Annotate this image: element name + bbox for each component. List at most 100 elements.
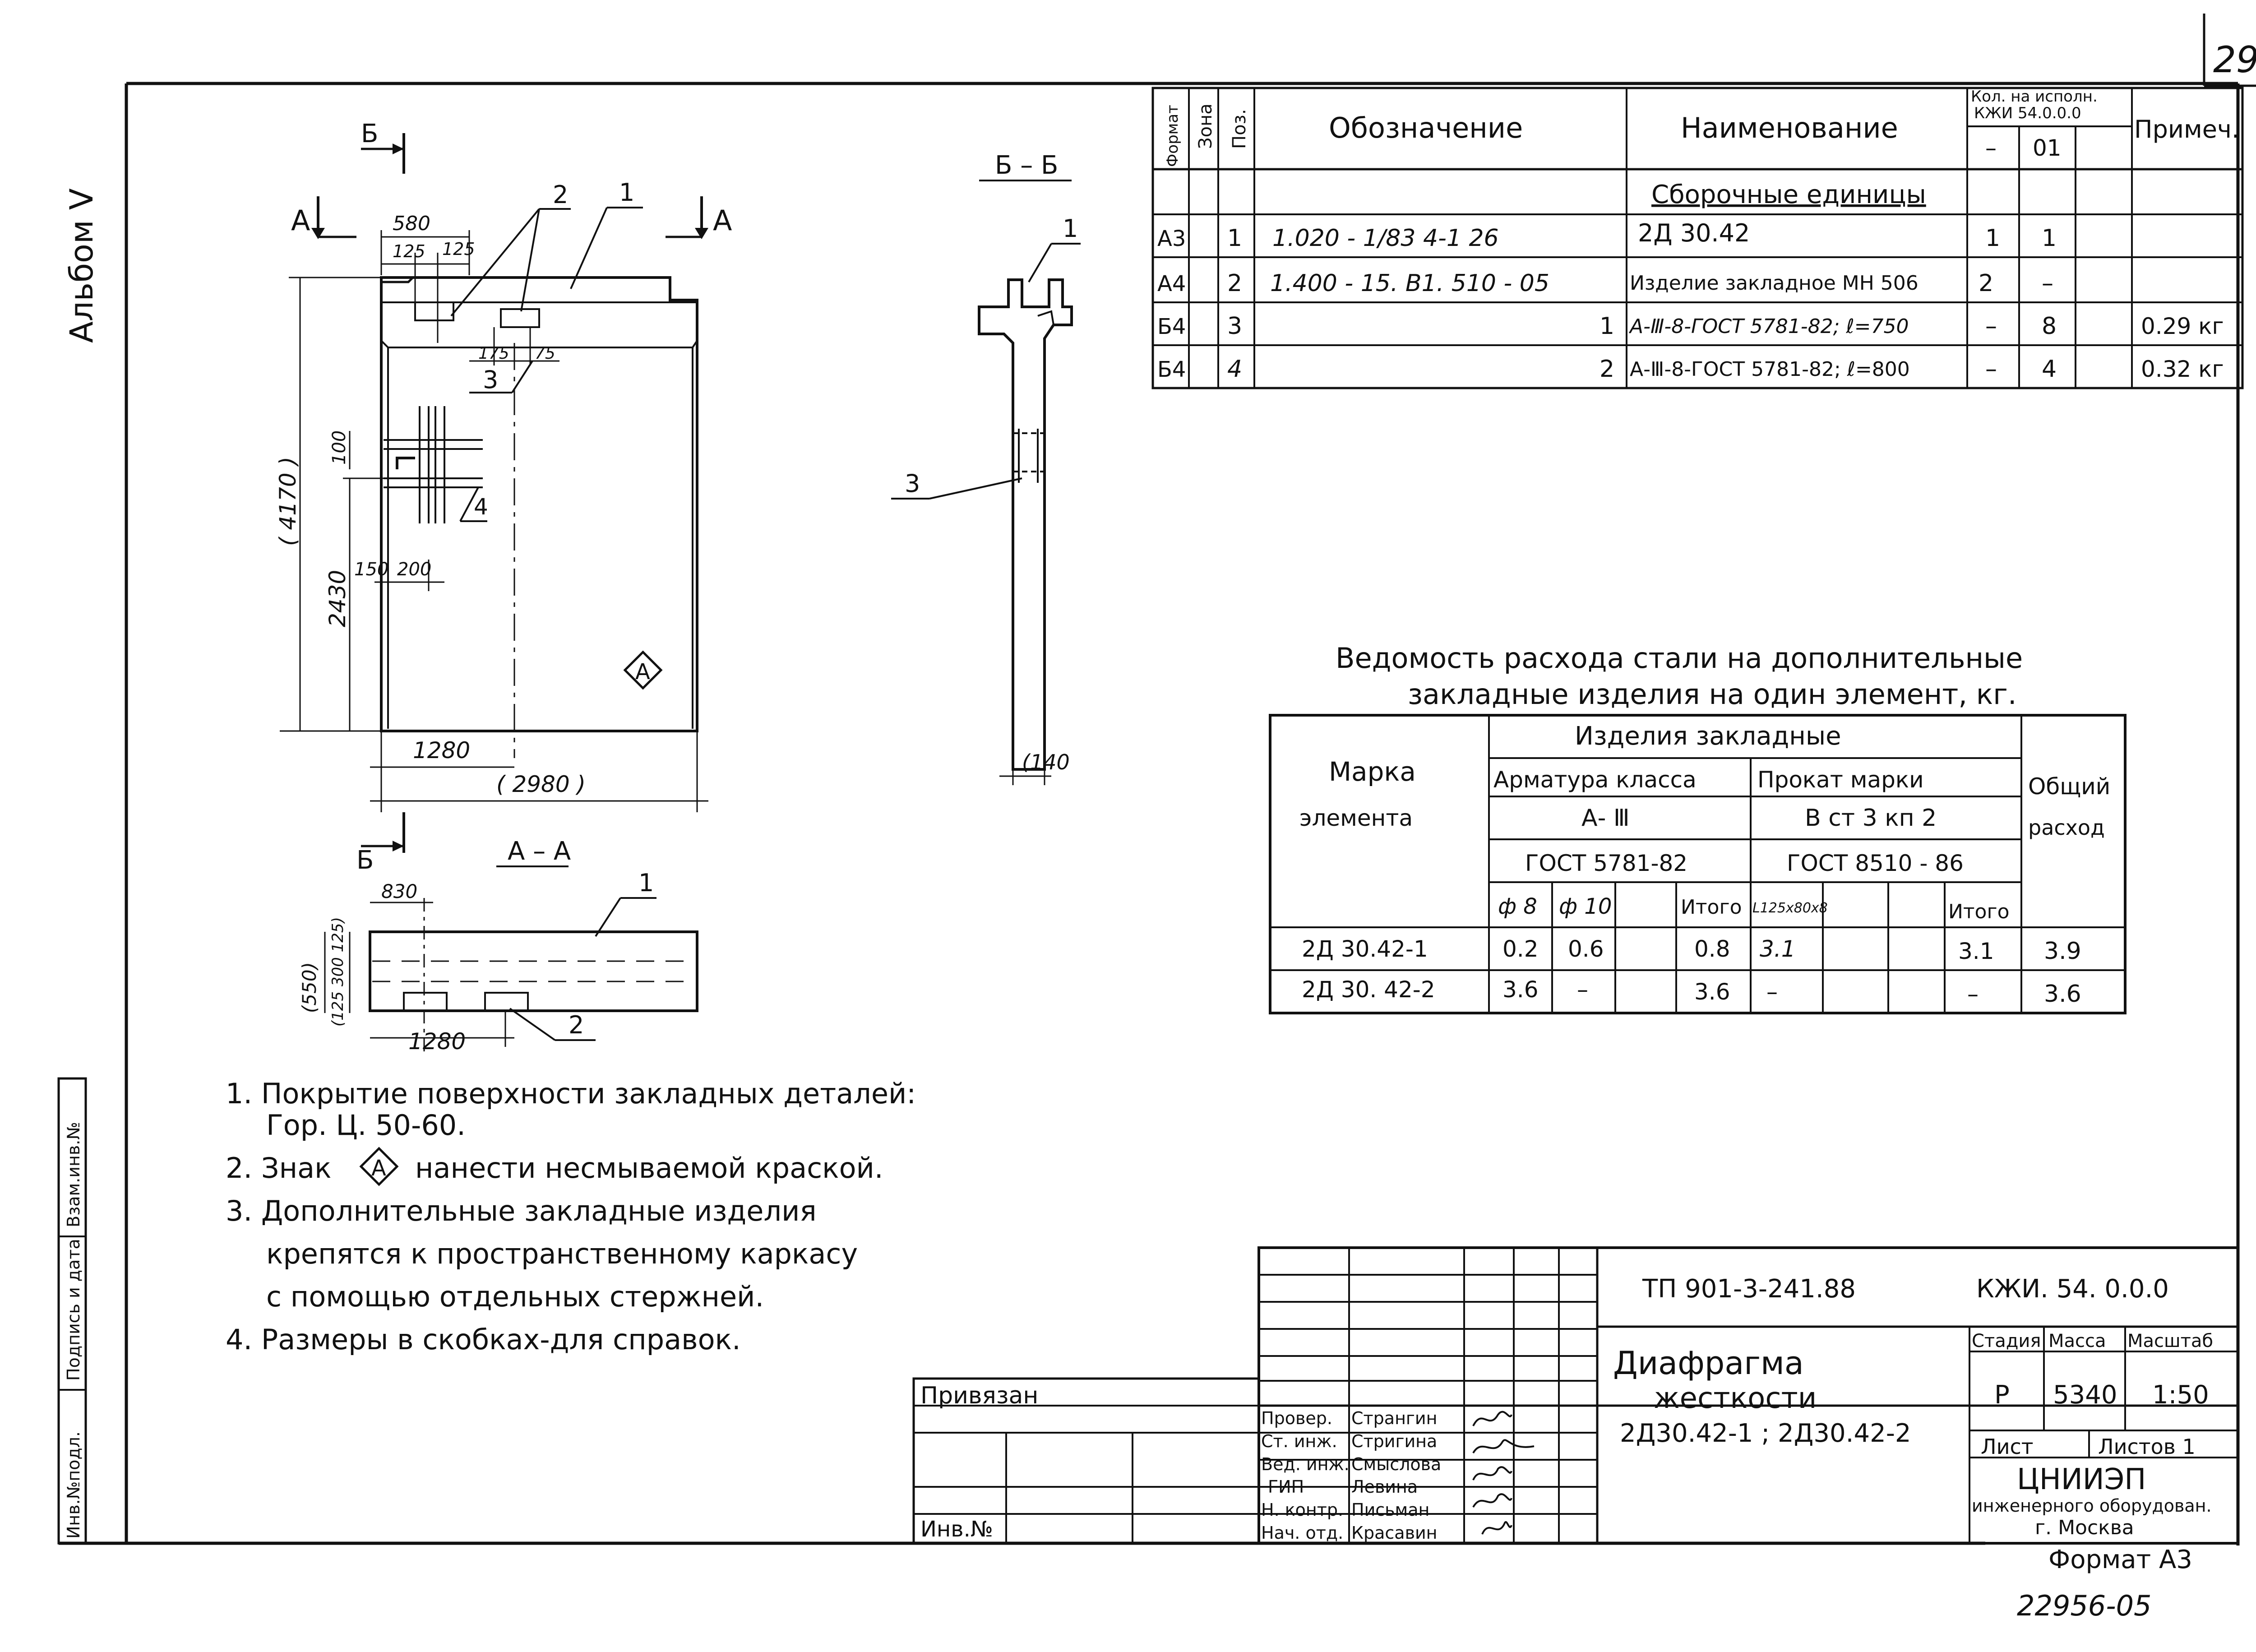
steel-title-2: закладные изделия на один элемент, кг. [1408, 678, 2017, 711]
dim-2430: 2430 [324, 570, 351, 627]
dim-140: (140 [1022, 750, 1070, 774]
dim-1280-aa: 1280 [408, 1028, 466, 1055]
bottom-code: 22956-05 [2017, 1589, 2152, 1622]
spec-cell-q2: 1 [2042, 225, 2057, 252]
spec-h-qty: Кол. на исполн. [1971, 88, 2098, 106]
steel-cell-itogo2: – [1967, 981, 1979, 1007]
note-line: 3. Дополнительные закладные изделия [226, 1194, 817, 1227]
steel-row: 2Д 30. 42-2 3.6 – 3.6 – – 3.6 [1302, 976, 2081, 1008]
page-number-box: 29 [2203, 14, 2256, 87]
role-label: Вед. инж. [1261, 1454, 1350, 1474]
steel-h-total-2: расход [2028, 815, 2105, 840]
cut-a-right: А [713, 204, 732, 237]
dim-580: 580 [393, 212, 430, 235]
steel-cell-phi10: – [1577, 976, 1588, 1003]
steel-title-1: Ведомость расхода стали на дополнительны… [1336, 642, 2023, 675]
steel-h-mark-2: элемента [1299, 805, 1413, 831]
pos-1-aa: 1 [638, 869, 654, 897]
spec-cell-format: Б4 [1157, 357, 1186, 382]
dim-830: 830 [381, 880, 417, 902]
spec-cell-pos: 4 [1227, 356, 1242, 383]
role-label: Нач. отд. [1261, 1523, 1343, 1543]
dim-125-b: 125 [442, 239, 475, 259]
drawing-title-2: жесткости [1654, 1382, 1817, 1415]
steel-h-rebar-gost: ГОСТ 5781-82 [1525, 850, 1687, 876]
note-line: крепятся к пространственному каркасу [266, 1237, 858, 1270]
spec-row: А4 2 1.400 - 15. В1. 510 - 05 Изделие за… [1157, 270, 2053, 297]
steel-cell-L: – [1766, 979, 1778, 1005]
spec-cell-name: Изделие закладное МН 506 [1630, 272, 1919, 295]
steel-cell-itogo: 3.6 [1694, 979, 1730, 1005]
role-label: ГИП [1268, 1477, 1304, 1497]
spec-cell-name: 2Д 30.42 [1638, 219, 1750, 247]
spec-cell-note: 0.29 кг [2141, 313, 2224, 339]
spec-cell-format: А3 [1157, 226, 1186, 251]
format-label: Формат А3 [2048, 1545, 2192, 1574]
steel-cell-total: 3.6 [2044, 981, 2081, 1008]
spec-cell-q2: 4 [2042, 356, 2057, 383]
note-line: с помощью отдельных стержней. [266, 1280, 764, 1313]
elevation-view: А А Б Б [275, 119, 732, 875]
spec-table: Формат Зона Поз. Обозначение Наименовани… [1151, 87, 2244, 389]
spec-cell-designation: 1.400 - 15. В1. 510 - 05 [1270, 270, 1549, 297]
steel-c-itogo: Итого [1681, 896, 1742, 919]
spec-cell-note: 0.32 кг [2141, 356, 2224, 382]
steel-c-L: L125x80x8 [1752, 900, 1828, 916]
album-label: Альбом Ⅴ [63, 188, 100, 343]
steel-row: 2Д 30.42-1 0.2 0.6 0.8 3.1 3.1 3.9 [1302, 936, 2081, 965]
steel-h-items: Изделия закладные [1575, 722, 1841, 751]
inv-label: Инв.№ [920, 1517, 993, 1542]
dim-550: (550) [298, 962, 320, 1013]
strip-inv-podl: Инв.№подл. [64, 1431, 83, 1539]
pos-2-label: 2 [553, 180, 568, 209]
dim-100: 100 [329, 430, 350, 465]
role-label: Ст. инж. [1261, 1431, 1337, 1451]
spec-row: Б4 3 1 А-Ⅲ-8-ГОСТ 5781-82; ℓ=750 – 8 0.2… [1157, 313, 2224, 340]
section-bb-title: Б – Б [995, 151, 1058, 180]
role-label: Н. контр. [1261, 1500, 1343, 1520]
stage-header: Стадия [1972, 1331, 2041, 1351]
pos-2-aa: 2 [569, 1011, 584, 1039]
stage-value: Р [1994, 1380, 2010, 1410]
role-label: Провер. [1261, 1408, 1332, 1428]
spec-h-pos: Поз. [1229, 109, 1250, 149]
title-block: ТП 901-3-241.88 КЖИ. 54. 0.0.0 Диафрагма… [912, 1246, 2239, 1545]
side-strip: Инв.№подл. Подпись и дата Взам.инв.№ [57, 1077, 87, 1545]
steel-cell-itogo2: 3.1 [1958, 938, 1994, 964]
spec-cell-q1: – [1985, 356, 1997, 383]
steel-h-rolled: Прокат марки [1757, 767, 1924, 793]
role-name: Смыслова [1351, 1454, 1441, 1474]
dim-1280: 1280 [413, 737, 470, 764]
steel-cell-phi8: 0.2 [1502, 936, 1539, 962]
scale-header: Масштаб [2127, 1331, 2213, 1351]
steel-h-total-1: Общий [2028, 773, 2110, 800]
mark-a-label: А [635, 659, 650, 685]
section-aa: А – А 830 1280 (550) (125 300 125) 1 2 [298, 837, 698, 1055]
steel-table: Ведомость расхода стали на дополнительны… [1269, 642, 2127, 1014]
dim-2980: ( 2980 ) [496, 771, 586, 797]
pos-4-label: 4 [474, 494, 488, 520]
mass-header: Масса [2048, 1331, 2106, 1351]
steel-cell-itogo: 0.8 [1694, 936, 1730, 962]
spec-cell-pos: 1 [1227, 225, 1242, 252]
scale-value: 1:50 [2152, 1380, 2209, 1410]
doc-code: ТП 901-3-241.88 [1642, 1274, 1856, 1304]
steel-cell-phi8: 3.6 [1502, 976, 1539, 1003]
steel-h-rolled-gost: ГОСТ 8510 - 86 [1787, 850, 1964, 876]
spec-h-qty-b: 01 [2033, 135, 2062, 161]
note-line: 2. Знак [226, 1152, 332, 1185]
page-number: 29 [2213, 39, 2256, 81]
strip-vzam-inv: Взам.инв.№ [64, 1122, 83, 1227]
dim-125-300-125: (125 300 125) [329, 917, 347, 1027]
steel-c-itogo2: Итого [1948, 900, 2010, 923]
pos-3-label: 3 [483, 366, 498, 394]
spec-cell-pos: 2 [1227, 270, 1242, 297]
spec-cell-format: А4 [1157, 271, 1186, 296]
steel-cell-phi10: 0.6 [1568, 936, 1604, 962]
pos-1-label: 1 [619, 178, 634, 207]
signatures [1472, 1411, 1535, 1535]
spec-h-qty-a: – [1985, 135, 1997, 161]
org-sub: инженерного оборудован. [1972, 1496, 2212, 1516]
mass-value: 5340 [2053, 1380, 2117, 1410]
